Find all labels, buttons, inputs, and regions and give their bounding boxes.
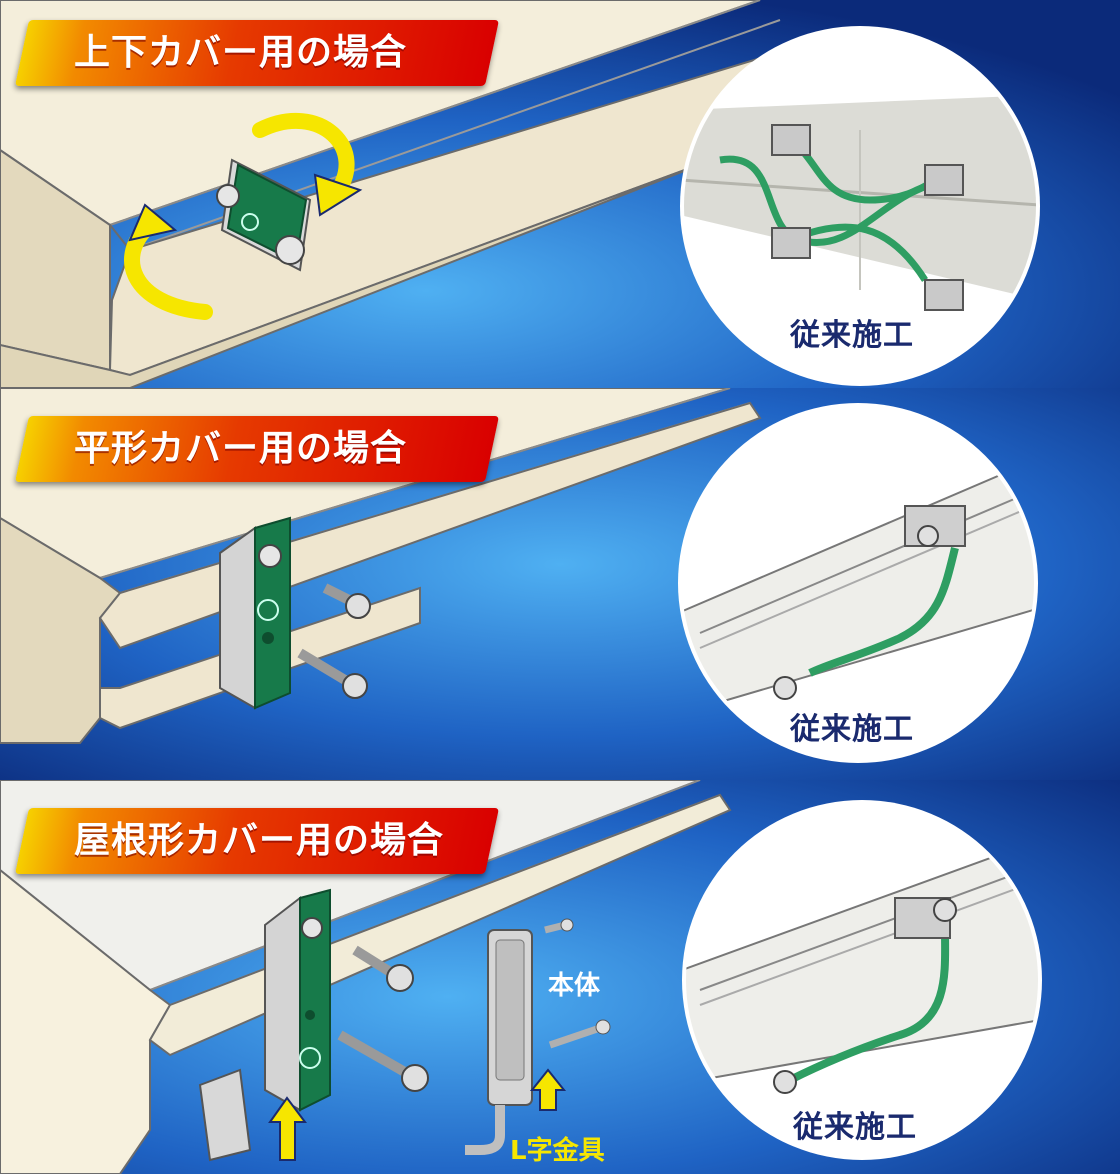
conventional-method-label: 従来施工 bbox=[790, 712, 914, 747]
up-arrow-icon bbox=[268, 1096, 307, 1161]
section-top-bottom-cover: 上下カバー用の場合 従来施工 bbox=[0, 0, 1120, 388]
screw-icon bbox=[322, 583, 371, 619]
ground-plate bbox=[219, 516, 291, 710]
section-title: 屋根形カバー用の場合 bbox=[74, 820, 445, 861]
body-part bbox=[465, 929, 533, 1155]
section-title-banner: 屋根形カバー用の場合 bbox=[14, 808, 500, 874]
conventional-method-circle bbox=[680, 26, 1040, 386]
conventional-method-circle bbox=[678, 403, 1038, 763]
up-arrow-icon bbox=[529, 1068, 567, 1111]
screw-icon bbox=[337, 1030, 429, 1092]
conventional-method-label: 従来施工 bbox=[793, 1110, 917, 1145]
conventional-method-label: 従来施工 bbox=[790, 318, 914, 353]
rotation-arrows-icon bbox=[124, 112, 363, 320]
section-title-banner: 上下カバー用の場合 bbox=[14, 20, 500, 86]
conventional-method-circle bbox=[682, 800, 1042, 1160]
screw-icon bbox=[548, 1019, 611, 1049]
section-title-banner: 平形カバー用の場合 bbox=[14, 416, 500, 482]
l-bracket-label: L字金具 bbox=[510, 1136, 605, 1166]
section-title: 上下カバー用の場合 bbox=[74, 32, 408, 73]
screw-icon bbox=[297, 648, 368, 699]
section-roof-cover: 屋根形カバー用の場合 本体 L字金具 従来施工 bbox=[0, 780, 1120, 1174]
section-flat-cover: 平形カバー用の場合 従来施工 bbox=[0, 388, 1120, 780]
screw-icon bbox=[352, 945, 414, 992]
body-label: 本体 bbox=[548, 971, 601, 1001]
ground-plate bbox=[198, 888, 331, 1162]
section-illustration bbox=[0, 0, 1120, 388]
screw-icon bbox=[544, 918, 574, 934]
section-title: 平形カバー用の場合 bbox=[74, 428, 408, 469]
ground-plate bbox=[216, 158, 312, 272]
section-illustration bbox=[0, 780, 1120, 1174]
